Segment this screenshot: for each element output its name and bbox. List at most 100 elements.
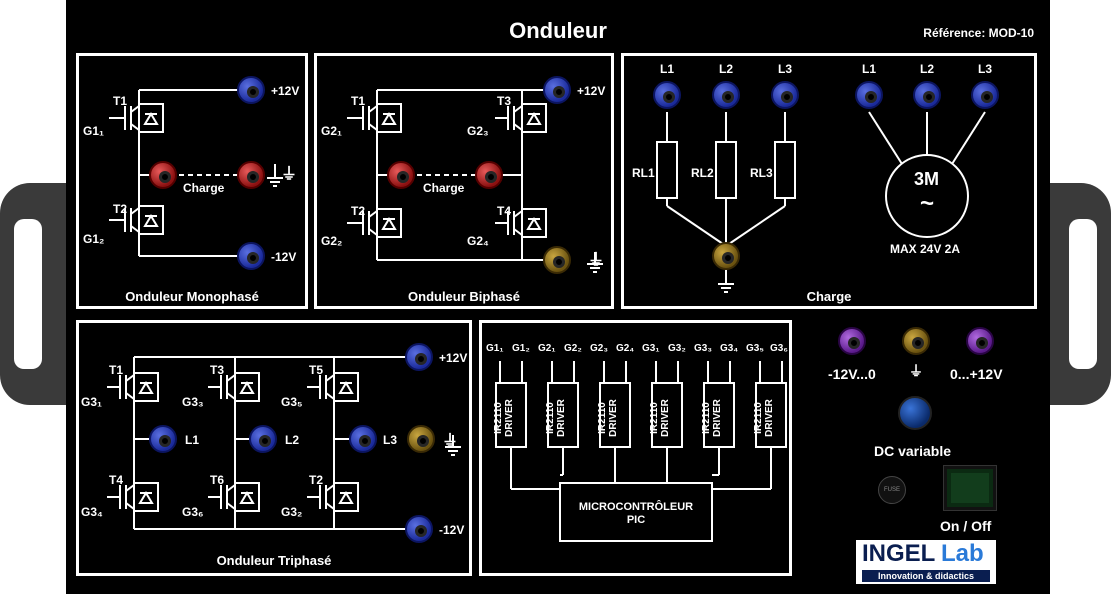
driver-5-chip2: DRIVER	[711, 399, 723, 437]
tri-minus12v-jack[interactable]	[405, 515, 433, 543]
driver-2-chip: IR2110	[544, 402, 556, 434]
driver-circuit-diagram	[495, 361, 787, 542]
tri-t4-label: T4	[109, 473, 124, 487]
tri-g3-label: G3₃	[182, 395, 204, 409]
tri-circuit-diagram	[107, 356, 461, 530]
charge-l3-label: L3	[778, 62, 793, 76]
bi-ground-jack[interactable]	[543, 246, 571, 274]
driver-3-label: IR2110 DRIVER	[597, 399, 619, 437]
mono-circuit-diagram	[109, 89, 283, 257]
motor-l2-jack[interactable]	[913, 81, 941, 109]
driver-1-chip: IR2110	[492, 402, 504, 434]
motor-l3-jack[interactable]	[971, 81, 999, 109]
gate-g33: G3₃	[694, 343, 712, 354]
mono-plus12v-jack[interactable]	[237, 76, 265, 104]
mono-minus12v-jack[interactable]	[237, 242, 265, 270]
mono-charge-jack-a[interactable]	[149, 161, 177, 189]
motor-l2-label: L2	[920, 62, 935, 76]
driver-3-chip: IR2110	[596, 402, 608, 434]
driver-2-chip2: DRIVER	[555, 399, 567, 437]
driver-2-label: IR2110 DRIVER	[545, 399, 567, 437]
tri-plus12v-label: +12V	[439, 351, 468, 365]
gate-g21: G2₁	[538, 343, 556, 354]
charge-caption: Charge	[806, 289, 852, 304]
logo-lab: Lab	[941, 540, 984, 567]
bi-t1-label: T1	[351, 94, 366, 108]
tri-l2-jack[interactable]	[249, 425, 277, 453]
dc-variable-knob[interactable]	[898, 396, 932, 430]
motor-rating-label: MAX 24V 2A	[890, 242, 961, 256]
ingel-lab-logo: INGEL Lab Innovation & didactics	[856, 540, 996, 584]
bi-t4-label: T4	[497, 204, 512, 218]
driver-3-chip2: DRIVER	[607, 399, 619, 437]
tri-l2-label: L2	[285, 433, 300, 447]
tri-t1-label: T1	[109, 363, 124, 377]
charge-l1-label: L1	[660, 62, 675, 76]
tri-t6-label: T6	[210, 473, 225, 487]
charge-l1-jack[interactable]	[653, 81, 681, 109]
mono-g1-label: G1₁	[83, 124, 104, 138]
charge-ground-jack[interactable]	[712, 242, 740, 270]
gate-g11: G1₁	[486, 343, 504, 354]
tri-g6-label: G3₆	[182, 505, 204, 519]
driver-4-chip2: DRIVER	[659, 399, 671, 437]
gate-g35: G3₅	[746, 343, 764, 354]
pos-var-label: 0...+12V	[950, 366, 1003, 382]
motor-l1-jack[interactable]	[855, 81, 883, 109]
mono-t2-label: T2	[113, 202, 128, 216]
mono-inverter-box: T1 G1₁ T2 G1₂ +12V Charge -12V Onduleur …	[76, 53, 308, 309]
driver-5-chip: IR2110	[700, 402, 712, 434]
charge-l3-jack[interactable]	[771, 81, 799, 109]
tri-l1-label: L1	[185, 433, 200, 447]
motor-l1-label: L1	[862, 62, 877, 76]
tri-inverter-box: T1 G3₁ T3 G3₃ T5 G3₅ T4 G3₄ T6 G3₆ T2 G3…	[76, 320, 472, 576]
bi-charge-jack-b[interactable]	[475, 161, 503, 189]
bi-g1-label: G2₁	[321, 124, 342, 138]
tri-g1-label: G3₁	[81, 395, 102, 409]
tri-ground-jack[interactable]	[407, 425, 435, 453]
page-title: Onduleur	[509, 18, 607, 43]
bi-charge-jack-a[interactable]	[387, 161, 415, 189]
bi-t2-label: T2	[351, 204, 366, 218]
gate-g36: G3₆	[770, 343, 788, 354]
dc-variable-label: DC variable	[874, 443, 952, 459]
bi-plus12v-jack[interactable]	[543, 76, 571, 104]
tri-t3-label: T3	[210, 363, 225, 377]
power-ground-jack[interactable]	[902, 327, 930, 355]
motor-label: 3M	[914, 169, 940, 189]
tri-caption: Onduleur Triphasé	[216, 553, 332, 568]
driver-1-chip2: DRIVER	[503, 399, 515, 437]
charge-l2-jack[interactable]	[712, 81, 740, 109]
tri-l1-jack[interactable]	[149, 425, 177, 453]
tri-g2-label: G3₂	[281, 505, 303, 519]
charge-l2-label: L2	[719, 62, 734, 76]
right-handle	[1045, 183, 1111, 405]
bi-g3-label: G2₃	[467, 124, 489, 138]
bi-t3-label: T3	[497, 94, 512, 108]
logo-ingel: INGEL	[862, 540, 936, 567]
front-panel: Onduleur Référence: MOD-10	[66, 0, 1050, 594]
mono-caption: Onduleur Monophasé	[125, 289, 259, 304]
driver-1-label: IR2110 DRIVER	[493, 399, 515, 437]
bi-plus12v-label: +12V	[577, 84, 606, 98]
mono-minus12v-label: -12V	[271, 250, 297, 264]
pos-var-jack[interactable]	[966, 327, 994, 355]
mono-g2-label: G1₂	[83, 232, 105, 246]
power-switch[interactable]	[944, 466, 996, 510]
power-ground-icon: ⏚	[909, 363, 923, 379]
charge-circuit-diagram	[656, 111, 986, 293]
fuse-holder[interactable]: FUSE	[878, 476, 906, 504]
neg-var-jack[interactable]	[838, 327, 866, 355]
onoff-label: On / Off	[940, 518, 992, 534]
motor-ac-symbol: ~	[920, 190, 935, 217]
tri-plus12v-jack[interactable]	[405, 343, 433, 371]
tri-l3-jack[interactable]	[349, 425, 377, 453]
driver-4-label: IR2110 DRIVER	[649, 399, 671, 437]
mono-charge-jack-b[interactable]	[237, 161, 265, 189]
bi-g2-label: G2₂	[321, 234, 343, 248]
gate-g34: G3₄	[720, 343, 739, 354]
charge-rl3-label: RL3	[750, 166, 773, 180]
mono-t1-label: T1	[113, 94, 128, 108]
bi-ground-icon: ⏚	[588, 252, 605, 269]
tri-l3-label: L3	[383, 433, 398, 447]
